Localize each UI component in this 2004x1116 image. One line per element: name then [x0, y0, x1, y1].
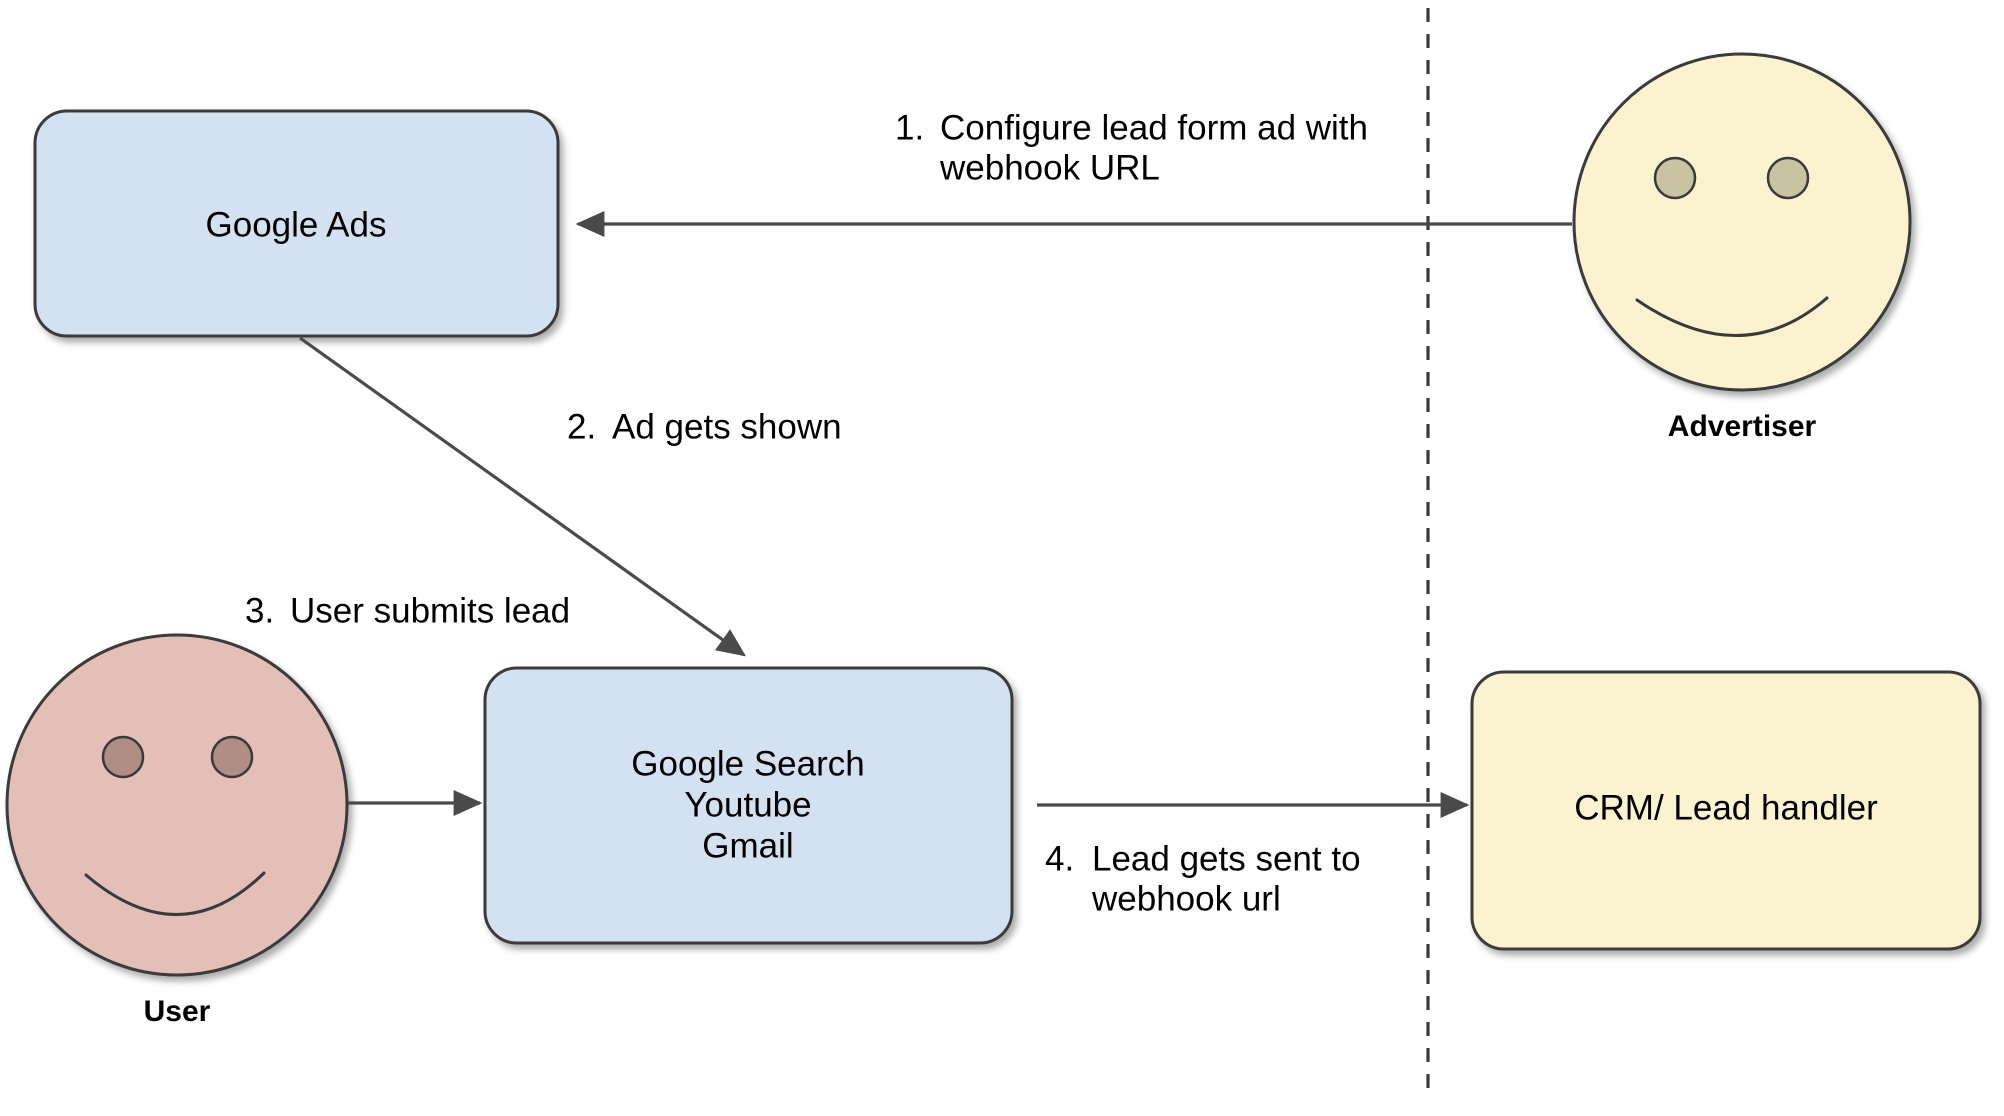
- user-label: User: [144, 995, 211, 1028]
- edge-1-text-line-1: Configure lead form ad with: [940, 108, 1368, 147]
- advertiser-left-eye-icon: [1653, 156, 1697, 200]
- node-google-ads[interactable]: Google Ads: [33, 109, 560, 338]
- edge-2-text-line-1: Ad gets shown: [612, 407, 842, 446]
- user-left-eye-icon: [101, 735, 145, 779]
- user-right-eye-icon: [210, 735, 254, 779]
- advertiser-right-eye-icon: [1766, 156, 1810, 200]
- node-google-surfaces[interactable]: Google Search Youtube Gmail: [483, 666, 1014, 945]
- crm-box[interactable]: [1470, 670, 1982, 951]
- edge-4-lead-gets-sent: 4. Lead gets sent to webhook url: [1037, 792, 1470, 918]
- google-surfaces-box[interactable]: [483, 666, 1014, 945]
- edge-4-text-line-1: Lead gets sent to: [1092, 839, 1361, 878]
- edge-2-line: [299, 336, 746, 657]
- advertiser-smile-icon: [1635, 296, 1829, 337]
- edge-2-number: 2.: [567, 407, 596, 446]
- edge-2-ad-gets-shown: 2. Ad gets shown: [299, 336, 842, 657]
- node-advertiser[interactable]: Advertiser: [1572, 52, 1912, 443]
- edge-3-text-line-1: User submits lead: [290, 591, 570, 630]
- google-surfaces-label-line-2: Youtube: [684, 785, 811, 824]
- crm-label: CRM/ Lead handler: [1574, 788, 1878, 827]
- edge-4-number: 4.: [1045, 839, 1074, 878]
- advertiser-face-icon[interactable]: [1572, 52, 1912, 392]
- user-smile-icon: [84, 871, 266, 916]
- edge-1-number: 1.: [895, 108, 924, 147]
- edge-3-user-submits-lead: 3. User submits lead: [245, 591, 570, 816]
- google-surfaces-label-line-3: Gmail: [702, 826, 793, 865]
- google-surfaces-label-line-1: Google Search: [631, 744, 864, 783]
- edge-4-text-line-2: webhook url: [1091, 879, 1281, 918]
- node-crm[interactable]: CRM/ Lead handler: [1470, 670, 1982, 951]
- advertiser-label: Advertiser: [1668, 410, 1817, 443]
- user-face-icon[interactable]: [5, 633, 349, 977]
- google-ads-label: Google Ads: [206, 205, 387, 244]
- node-user[interactable]: User: [5, 633, 349, 1028]
- google-ads-box[interactable]: [33, 109, 560, 338]
- edge-3-number: 3.: [245, 591, 274, 630]
- edge-1-configure-lead-form: 1. Configure lead form ad with webhook U…: [575, 108, 1572, 237]
- edge-1-text-line-2: webhook URL: [939, 148, 1160, 187]
